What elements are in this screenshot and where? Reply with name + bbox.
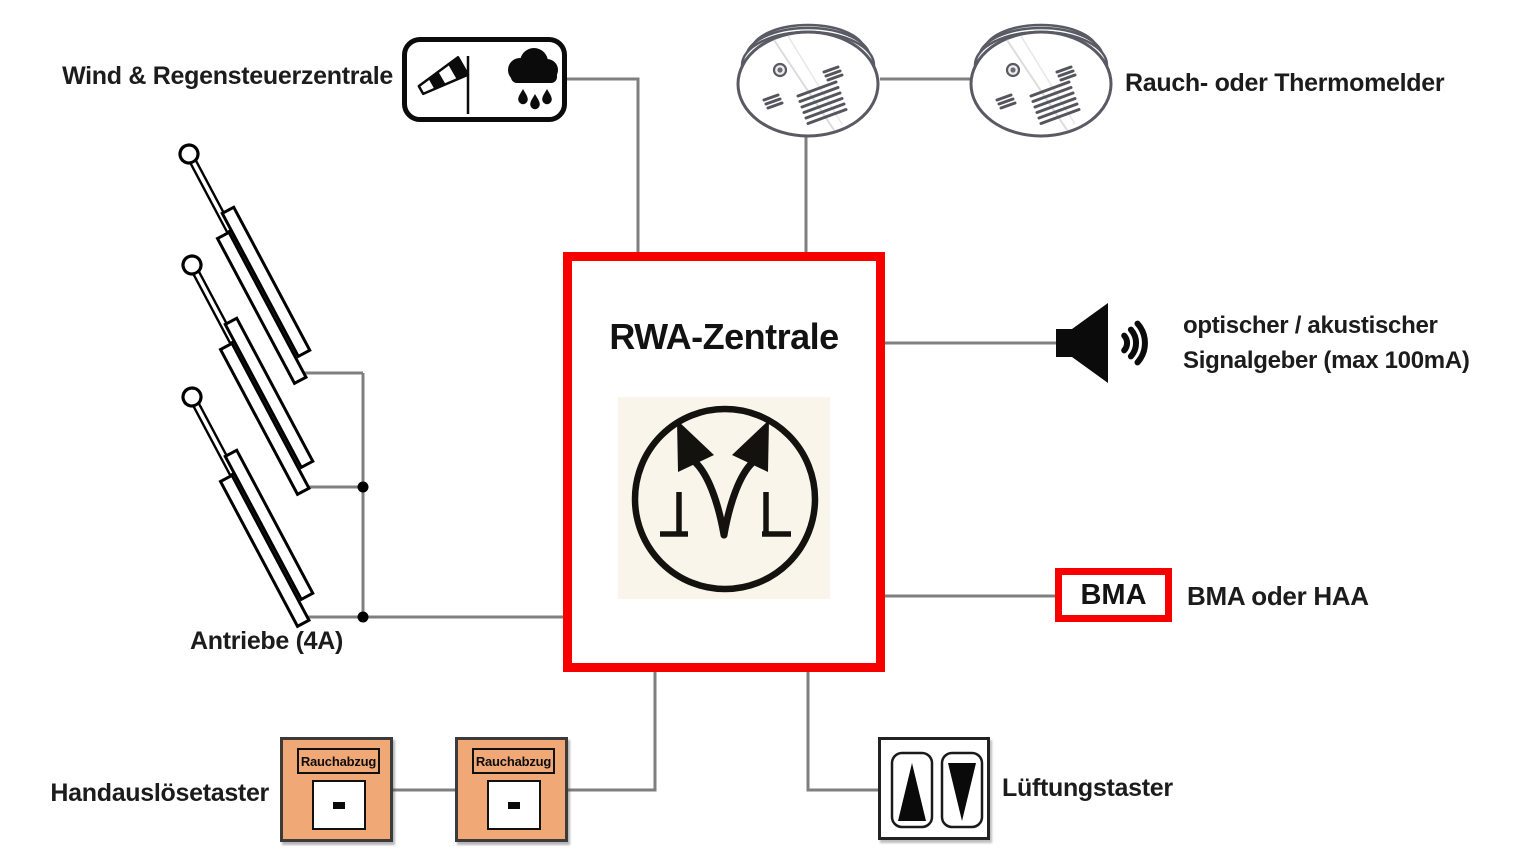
vent-switch-buttons: [890, 751, 984, 829]
smoke-detector-icon: [736, 23, 880, 138]
windsock-icon: [417, 56, 470, 114]
rain-cloud-icon: [508, 48, 558, 110]
call-point-dash-icon: [333, 801, 345, 809]
junction-dot: [357, 481, 369, 493]
window-actuator-icon: [173, 380, 325, 628]
triangle-down-icon: [948, 763, 976, 821]
manual-call-label: Handauslösetaster: [50, 779, 269, 807]
speaker-icon: [1056, 303, 1148, 383]
bma-box-label: BMA: [1080, 578, 1147, 611]
junction-dot: [357, 611, 369, 623]
call-point-box: Rauchabzug: [455, 737, 568, 842]
wire-wind-to-central: [567, 77, 640, 252]
vent-arrows-icon: [677, 420, 769, 539]
rwa-central-box: RWA-Zentrale: [563, 252, 885, 672]
vent-switch-box: [878, 737, 990, 840]
smoke-detector-icon: [969, 23, 1113, 138]
wire-central-to-callpoints: [567, 672, 657, 792]
rain-drop-icon: [518, 89, 552, 110]
detectors-label: Rauch- oder Thermomelder: [1125, 69, 1445, 97]
call-point-dash-icon: [508, 801, 520, 809]
signal-label-line2: Signalgeber (max 100mA): [1183, 347, 1470, 374]
actuator-group: [170, 137, 325, 628]
call-point-glass: [312, 780, 366, 830]
wire-central-to-vent: [806, 672, 878, 792]
triangle-up-icon: [898, 763, 926, 821]
bma-label: BMA oder HAA: [1187, 581, 1369, 611]
rwa-central-title: RWA-Zentrale: [609, 316, 839, 357]
call-point-plate: Rauchabzug: [297, 748, 380, 774]
call-point-box: Rauchabzug: [280, 737, 393, 842]
call-point-plate: Rauchabzug: [472, 748, 555, 774]
call-point-glass: [487, 780, 541, 830]
signal-label-line1: optischer / akustischer: [1183, 312, 1438, 339]
wind-rain-control-box: [402, 37, 567, 122]
rwa-vent-symbol-icon: [618, 397, 830, 599]
vent-label: Lüftungstaster: [1002, 774, 1173, 802]
drives-label: Antriebe (4A): [190, 627, 344, 655]
vent-bracket-icon: [660, 492, 791, 537]
bma-box: BMA: [1055, 568, 1172, 622]
wind-control-label: Wind & Regensteuerzentrale: [62, 62, 393, 90]
signal-label: optischer / akustischer Signalgeber (max…: [1183, 308, 1470, 378]
wind-rain-icons: [417, 48, 558, 114]
